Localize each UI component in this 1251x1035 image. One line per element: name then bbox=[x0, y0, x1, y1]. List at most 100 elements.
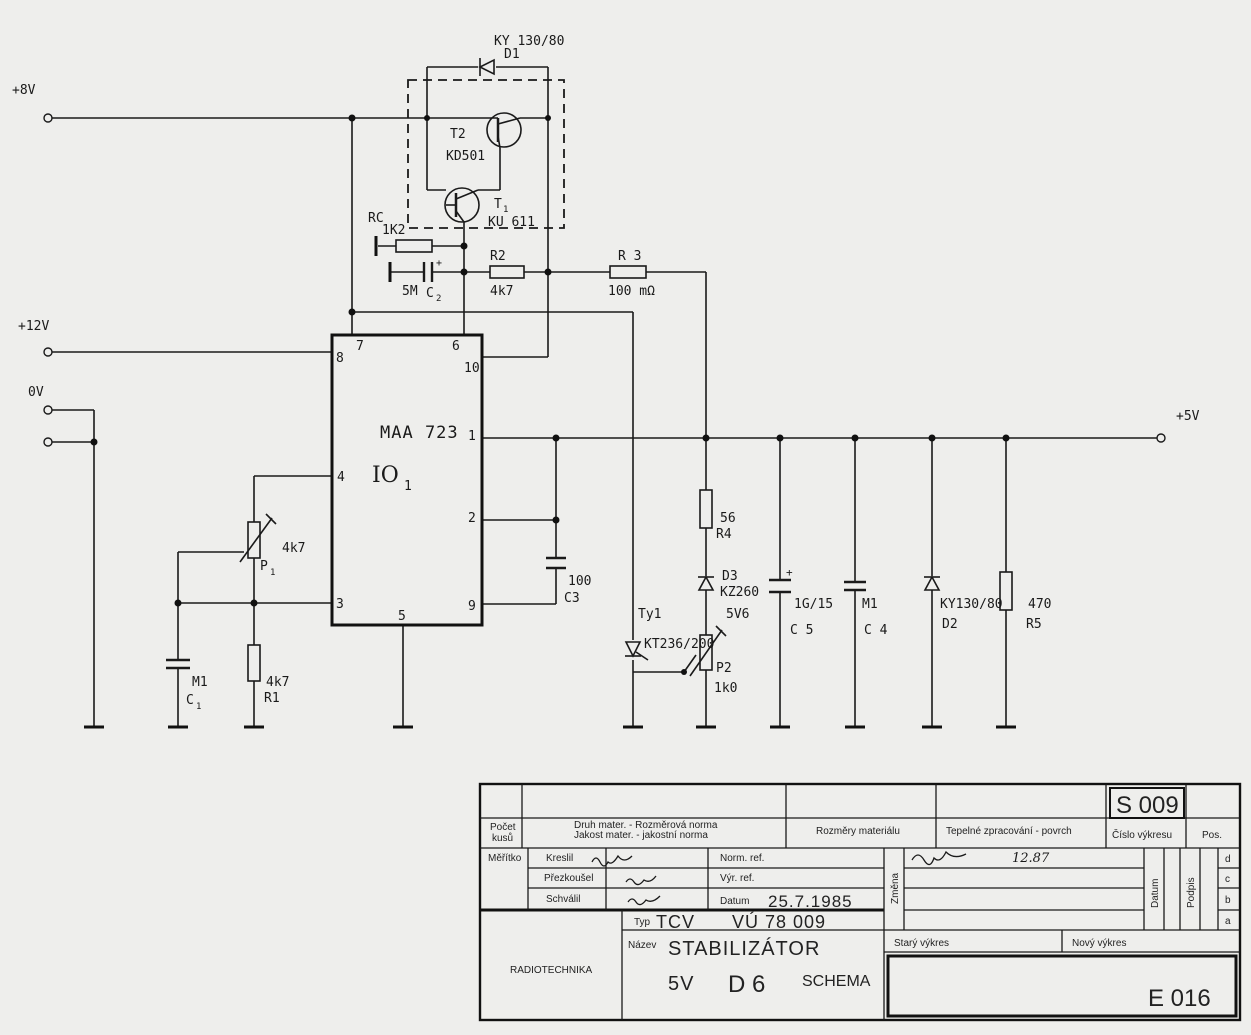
tb-vyr-ref-label: Výr. ref. bbox=[720, 873, 754, 884]
c5-ref: C 5 bbox=[790, 623, 813, 638]
tb-rev-c: c bbox=[1225, 874, 1230, 885]
tb-material-kind2: Jakost mater. - jakostní norma bbox=[574, 830, 708, 841]
tb-name-label: Název bbox=[628, 940, 656, 951]
terminal-circles bbox=[43, 113, 1166, 447]
c3-ref: C3 bbox=[564, 591, 580, 606]
terminal-12v-label: +12V bbox=[18, 319, 49, 334]
resistor-r4 bbox=[699, 489, 713, 529]
r2-ref: R2 bbox=[490, 249, 506, 264]
ty1-ref: Ty1 bbox=[638, 607, 661, 622]
tb-approved-label: Schválil bbox=[546, 894, 580, 905]
wires bbox=[48, 66, 1157, 727]
title-block bbox=[478, 782, 1242, 1022]
svg-text:5: 5 bbox=[398, 609, 406, 624]
d2-ref: D2 bbox=[942, 617, 958, 632]
svg-text:2: 2 bbox=[468, 511, 476, 526]
tb-drawing-number-label: Číslo výkresu bbox=[1112, 828, 1172, 841]
ic-pin-numbers: 8 7 6 10 1 4 2 3 9 5 bbox=[336, 339, 480, 624]
tb-material-kind: Druh mater. - Rozměrová norma bbox=[574, 820, 718, 831]
c4-ref: C 4 bbox=[864, 623, 888, 638]
c2-ref-sub: 2 bbox=[436, 294, 441, 304]
terminal-5v-label: +5V bbox=[1176, 409, 1200, 424]
p1-ref: P bbox=[260, 559, 268, 574]
r4-value: 56 bbox=[720, 511, 736, 526]
t1-ref-sub: 1 bbox=[503, 205, 508, 215]
capacitor-c2: + bbox=[422, 258, 442, 282]
svg-text:3: 3 bbox=[336, 597, 344, 612]
transistor-t1 bbox=[444, 187, 480, 223]
potentiometer-p2 bbox=[689, 625, 727, 677]
capacitor-c5: + bbox=[769, 566, 793, 594]
tb-drawing-code: S 009 bbox=[1116, 792, 1179, 819]
tb-norm-ref-label: Norm. ref. bbox=[720, 853, 764, 864]
ic-designator: IO bbox=[372, 463, 399, 488]
junction-dots bbox=[90, 114, 1010, 675]
tb-drawn-label: Kreslil bbox=[546, 853, 573, 864]
r5-ref: R5 bbox=[1026, 617, 1042, 632]
tb-typ-value: TCV bbox=[656, 912, 695, 932]
d2-value: KY130/80 bbox=[940, 597, 1003, 612]
ic-designator-sub: 1 bbox=[404, 479, 412, 494]
c3-value: 100 bbox=[568, 574, 591, 589]
svg-text:+: + bbox=[786, 566, 793, 579]
signatures bbox=[591, 850, 967, 906]
c1-ref: C bbox=[186, 693, 194, 708]
svg-text:10: 10 bbox=[464, 361, 480, 376]
tb-date-value: 25.7.1985 bbox=[768, 892, 853, 911]
resistor-r3 bbox=[609, 265, 647, 279]
capacitor-c4 bbox=[844, 580, 866, 592]
t1-ref: T bbox=[494, 197, 502, 212]
terminal-0v-label: 0V bbox=[28, 385, 44, 400]
tb-material-dims: Rozměry materiálu bbox=[816, 826, 900, 837]
ground-symbols bbox=[84, 236, 1016, 729]
c5-value: 1G/15 bbox=[794, 597, 833, 612]
t1-value: KU 611 bbox=[488, 215, 535, 230]
ic-maa723 bbox=[330, 333, 484, 627]
r2-value: 4k7 bbox=[490, 284, 513, 299]
svg-text:9: 9 bbox=[468, 599, 476, 614]
c1-ref-sub: 1 bbox=[196, 702, 201, 712]
tb-rev-a: a bbox=[1225, 916, 1231, 927]
diode-d1 bbox=[478, 58, 495, 76]
svg-text:4: 4 bbox=[337, 470, 345, 485]
rc-value: 1K2 bbox=[382, 223, 405, 238]
p1-value: 4k7 bbox=[282, 541, 305, 556]
resistor-r5 bbox=[999, 571, 1013, 611]
r3-value: 100 mΩ bbox=[608, 284, 655, 299]
d3-ref: D3 bbox=[722, 569, 738, 584]
transistor-t2 bbox=[486, 112, 522, 149]
t2-ref: T2 bbox=[450, 127, 466, 142]
potentiometer-p1 bbox=[239, 513, 277, 563]
capacitor-c3 bbox=[546, 556, 566, 570]
r4-ref: R4 bbox=[716, 527, 732, 542]
r3-ref: R 3 bbox=[618, 249, 641, 264]
tb-old-drawing: Starý výkres bbox=[894, 938, 949, 949]
tb-rev-date: 12.87 bbox=[1012, 851, 1050, 866]
svg-text:6: 6 bbox=[452, 339, 460, 354]
c2-ref: C bbox=[426, 286, 434, 301]
tb-name-line2-b: D 6 bbox=[728, 971, 765, 998]
tb-pocet: Počet bbox=[490, 822, 516, 833]
svg-text:+: + bbox=[436, 258, 442, 269]
svg-text:7: 7 bbox=[356, 339, 364, 354]
c2-value: 5M bbox=[402, 284, 418, 299]
tb-name-line2-a: 5V bbox=[668, 973, 694, 995]
capacitor-c1 bbox=[166, 658, 190, 670]
d1-ref: D1 bbox=[504, 47, 520, 62]
tb-rev-b: b bbox=[1225, 895, 1231, 906]
svg-text:1: 1 bbox=[468, 429, 476, 444]
resistor-r2 bbox=[489, 265, 525, 279]
tb-name-line2-c: SCHEMA bbox=[802, 973, 871, 990]
svg-text:8: 8 bbox=[336, 351, 344, 366]
zener-d3 bbox=[697, 575, 715, 591]
tb-vu-value: VÚ 78 009 bbox=[732, 911, 826, 932]
p2-value: 1k0 bbox=[714, 681, 737, 696]
c4-value: M1 bbox=[862, 597, 878, 612]
resistor-r1 bbox=[247, 644, 261, 682]
tb-heat-treatment: Tepelné zpracování - povrch bbox=[946, 826, 1072, 837]
rc-ref: RC bbox=[368, 211, 384, 226]
tb-pos-label: Pos. bbox=[1202, 830, 1222, 841]
tb-typ-label: Typ bbox=[634, 917, 651, 928]
power-stage-box bbox=[407, 79, 565, 229]
